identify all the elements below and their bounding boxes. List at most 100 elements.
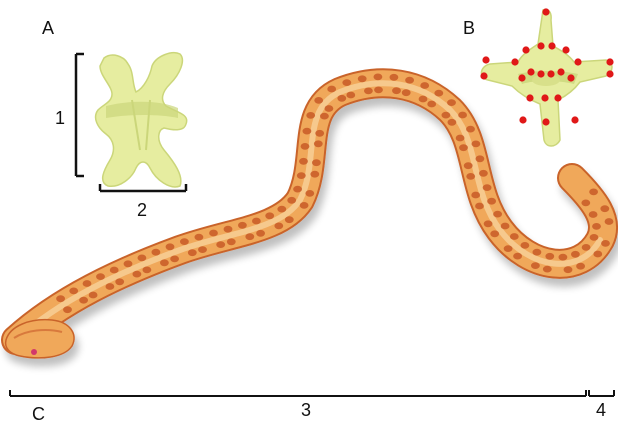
snake-spot (571, 251, 580, 258)
snake-spot (490, 230, 499, 237)
landmark-dot (480, 72, 487, 79)
snake-spot (133, 271, 142, 278)
snake-spot (600, 205, 609, 212)
landmark-dot (537, 70, 544, 77)
landmark-dot (542, 118, 549, 125)
landmark-dot (606, 70, 613, 77)
snake-spot (471, 192, 480, 199)
landmark-dot (537, 42, 544, 49)
snake-spot (327, 86, 336, 93)
snake-spot (513, 253, 522, 260)
snake-spot (166, 243, 175, 250)
snake-spot (472, 141, 481, 148)
snake-spot (287, 197, 296, 204)
snake-spot (245, 233, 254, 240)
snake-spot (390, 74, 399, 81)
snake-spot (466, 173, 475, 180)
landmark-dot (574, 58, 581, 65)
snake-spot (314, 97, 323, 104)
snake-spot (69, 288, 78, 295)
measurement-label-3: 3 (301, 400, 311, 420)
snake-spot (434, 90, 443, 97)
snake-spot (315, 130, 324, 137)
snake-spot (325, 105, 334, 112)
snake-spot (533, 249, 542, 256)
snake-spot (442, 112, 451, 119)
snake-spot (342, 79, 351, 86)
landmark-dot (562, 46, 569, 53)
snake-spot (110, 267, 119, 274)
snake-spot (312, 159, 321, 166)
snake-spot (374, 74, 383, 81)
snake-spot (405, 77, 414, 84)
snake-spot (216, 241, 225, 248)
snake-spot (293, 186, 302, 193)
snake-spot (170, 256, 179, 263)
snake-spot (419, 96, 428, 103)
snake-spot (297, 172, 306, 179)
snake-spot (227, 238, 236, 245)
snake-spot (459, 144, 468, 151)
snake-spot (592, 223, 601, 230)
snake-spot (299, 158, 308, 165)
measurement-label-4: 4 (596, 400, 606, 420)
snake-spot (277, 206, 286, 213)
snake-spot (605, 218, 614, 225)
snake-spot (501, 223, 510, 230)
snake-spot (224, 226, 233, 233)
snake-spot (420, 82, 429, 89)
snake-spot (115, 278, 124, 285)
scale-bar-3 (10, 390, 586, 396)
snake-spot (96, 273, 105, 280)
landmark-dot (557, 68, 564, 75)
snake-spot (493, 211, 502, 218)
snake-spot (559, 254, 568, 261)
scale-bar-1 (76, 54, 84, 176)
snake-spot (374, 87, 383, 94)
landmark-dot (547, 70, 554, 77)
snake-spot (314, 140, 323, 147)
snake-spot (209, 230, 218, 237)
snake-spot (392, 87, 401, 94)
landmark-dot (527, 68, 534, 75)
snake-spot (83, 280, 92, 287)
snake-spot (593, 251, 602, 258)
snake-spot (79, 297, 88, 304)
snake-spot (476, 155, 485, 162)
snake-spot (590, 234, 599, 241)
snake-spot (484, 220, 493, 227)
snake-spot (447, 99, 456, 106)
snake-spot (306, 112, 315, 119)
snake-spot (483, 184, 492, 191)
vertebra-landmark-view (480, 8, 613, 146)
snake-spot (152, 249, 161, 256)
snake-spot (456, 135, 465, 142)
landmark-dot (526, 94, 533, 101)
snake-spot (581, 200, 590, 207)
landmark-dot (606, 58, 613, 65)
measurement-label-2: 2 (137, 200, 147, 220)
snake-eye (31, 349, 37, 355)
snake-spot (466, 126, 475, 133)
snake-spot (589, 211, 598, 218)
snake-spot (510, 233, 519, 240)
snake-spot (305, 190, 314, 197)
snake-spot (252, 218, 261, 225)
panel-label-a: A (42, 18, 54, 38)
snake-spot (301, 143, 310, 150)
snake-spot (160, 259, 169, 266)
snake-spot (195, 234, 204, 241)
snake-spot (487, 198, 496, 205)
snake-spot (143, 267, 152, 274)
panel-label-c: C (32, 404, 45, 424)
snake-spot (601, 240, 610, 247)
snake-spot (124, 260, 133, 267)
measurement-label-1: 1 (55, 108, 65, 128)
snake-spot (274, 223, 283, 230)
landmark-dot (511, 58, 518, 65)
snake-spot (582, 244, 591, 251)
scale-bar-4 (589, 390, 614, 396)
landmark-dot (542, 8, 549, 15)
snake-spot (543, 266, 552, 273)
